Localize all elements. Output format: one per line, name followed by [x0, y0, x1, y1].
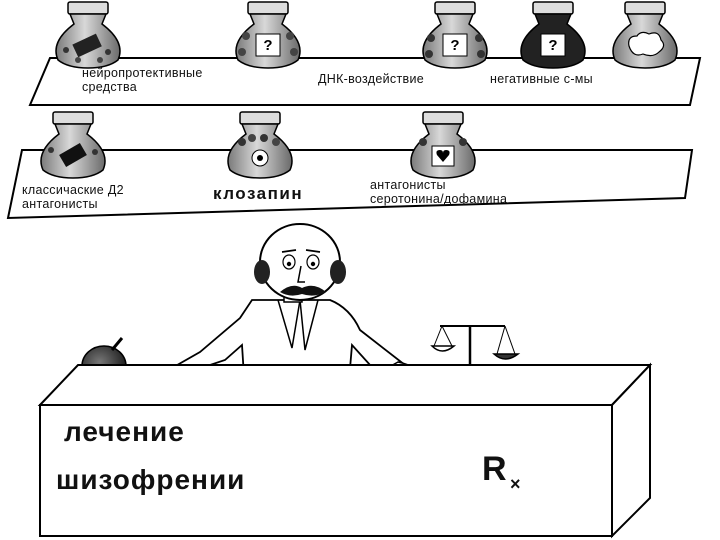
label-classic-d2: классичаские Д2 антагонисты [22, 183, 124, 212]
label-dna-action: ДНК-воздействие [318, 72, 424, 86]
jar-mark-2: ? [450, 37, 460, 54]
rx-cross-mark: × [510, 474, 521, 494]
jar-mark-1: ? [263, 37, 273, 54]
jar-serotonin-dopamine [410, 111, 476, 179]
jar-negative-symptoms [612, 1, 678, 69]
counter-title-line2: шизофрении [56, 464, 246, 495]
pharmacist-figure [163, 223, 432, 394]
label-neuroprotective: нейропротективные средства [82, 66, 203, 95]
rx-symbol: R [482, 450, 507, 488]
label-clozapine: клозапин [213, 184, 304, 203]
label-serotonin-dopamine: антагонисты серотонина/дофамина [370, 178, 508, 207]
counter [37, 362, 653, 539]
jar-classic-d2 [40, 111, 106, 179]
jar-neuroprotective [55, 1, 121, 69]
jar-unknown-3 [520, 1, 586, 69]
jar-unknown-1 [235, 1, 301, 69]
label-negative-symptoms: негативные с-мы [490, 72, 593, 86]
jar-unknown-2 [422, 1, 488, 69]
jar-mark-3: ? [548, 37, 558, 54]
counter-title-line1: лечение [64, 416, 185, 447]
jar-clozapine [227, 111, 293, 179]
